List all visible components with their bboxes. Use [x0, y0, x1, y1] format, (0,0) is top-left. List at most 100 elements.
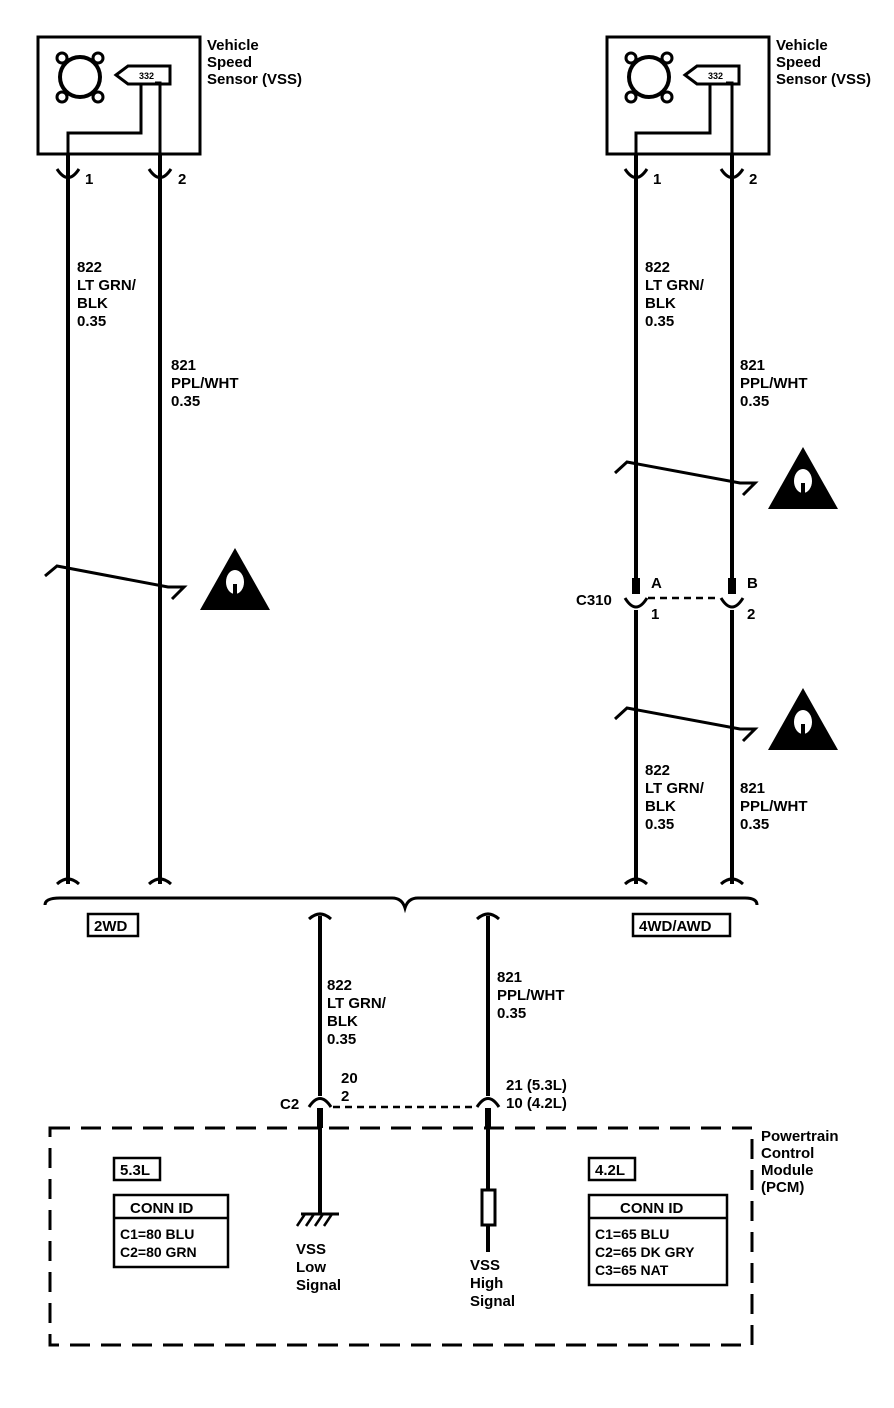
svg-text:4WD/AWD: 4WD/AWD [639, 918, 712, 935]
svg-text:LT GRN/: LT GRN/ [645, 780, 705, 797]
svg-text:821: 821 [497, 969, 522, 986]
svg-text:Low: Low [296, 1259, 326, 1276]
pcm-module-outline[interactable] [48, 1126, 754, 1347]
c2-pin-822-line1: 20 [341, 1070, 358, 1087]
sensor-left-pin2-label: 2 [178, 171, 186, 188]
conn-id-table-4-2l: CONN ID C1=65 BLU C2=65 DK GRY C3=65 NAT [587, 1193, 729, 1287]
engine-4-2l-badge: 4.2L [587, 1156, 637, 1182]
svg-text:VSS: VSS [296, 1241, 326, 1258]
c310-pin-b-bottom: 2 [747, 606, 755, 623]
engine-5-3l-badge: 5.3L [112, 1156, 162, 1182]
wire-822-right-upper-label: 822 LT GRN/ BLK 0.35 [645, 259, 705, 330]
sensor-left-pin1-label: 1 [85, 171, 93, 188]
svg-text:0.35: 0.35 [77, 313, 106, 330]
svg-text:Module: Module [761, 1162, 814, 1179]
wire-822-pcm-label: 822 LT GRN/ BLK 0.35 [327, 977, 387, 1048]
caution-triangle-icon[interactable] [200, 548, 270, 610]
option-brace [43, 896, 759, 914]
svg-text:High: High [470, 1275, 503, 1292]
wire-822-left-label: 822 LT GRN/ BLK 0.35 [77, 259, 137, 330]
svg-text:822: 822 [645, 259, 670, 276]
svg-text:BLK: BLK [645, 798, 676, 815]
c310-pin-a-top: A [651, 575, 662, 592]
ground-icon [295, 1212, 339, 1227]
svg-text:822: 822 [645, 762, 670, 779]
svg-text:CONN ID: CONN ID [620, 1200, 684, 1217]
c310-pin-a-bottom: 1 [651, 606, 659, 623]
svg-text:Control: Control [761, 1145, 814, 1162]
connector-c310[interactable]: C310 A 1 B 2 [576, 575, 758, 623]
svg-text:PPL/WHT: PPL/WHT [497, 987, 565, 1004]
svg-text:VSS: VSS [470, 1257, 500, 1274]
svg-text:C3=65 NAT: C3=65 NAT [595, 1262, 669, 1278]
svg-text:2WD: 2WD [94, 918, 128, 935]
svg-text:0.35: 0.35 [171, 393, 200, 410]
vss-low-signal-label: VSS Low Signal [296, 1241, 341, 1294]
conn-id-table-5-3l: CONN ID C1=80 BLU C2=80 GRN [112, 1193, 230, 1269]
wire-821-right-upper-label: 821 PPL/WHT 0.35 [740, 357, 808, 410]
sensor-right-title-line1: Vehicle [776, 37, 828, 54]
svg-text:BLK: BLK [77, 295, 108, 312]
sensor-right-title-line2: Speed [776, 54, 821, 71]
c2-label: C2 [280, 1096, 299, 1113]
svg-text:332: 332 [139, 71, 154, 81]
option-2wd[interactable]: 2WD [86, 912, 140, 938]
caution-triangle-icon[interactable] [768, 447, 838, 509]
sensor-right-pin2-label: 2 [749, 171, 757, 188]
sensor-left-title-line1: Vehicle [207, 37, 259, 54]
vss-high-signal-label: VSS High Signal [470, 1257, 515, 1310]
c2-pin-822-line2: 2 [341, 1088, 349, 1105]
sensor-left-title-line3: Sensor (VSS) [207, 71, 302, 88]
svg-text:0.35: 0.35 [740, 816, 769, 833]
svg-text:0.35: 0.35 [645, 816, 674, 833]
svg-text:PPL/WHT: PPL/WHT [740, 375, 808, 392]
svg-text:LT GRN/: LT GRN/ [645, 277, 705, 294]
svg-text:0.35: 0.35 [740, 393, 769, 410]
c310-pin-b-top: B [747, 575, 758, 592]
svg-text:821: 821 [171, 357, 196, 374]
vss-sensor-icon: 332 [55, 51, 172, 104]
c2-pin-821-line2: 10 (4.2L) [506, 1095, 567, 1112]
svg-text:(PCM): (PCM) [761, 1179, 804, 1196]
pcm-title: Powertrain Control Module (PCM) [761, 1128, 839, 1196]
svg-text:PPL/WHT: PPL/WHT [740, 798, 808, 815]
svg-text:0.35: 0.35 [497, 1005, 526, 1022]
caution-triangle-icon[interactable] [768, 688, 838, 750]
sensor-right-pin1-label: 1 [653, 171, 661, 188]
svg-text:332: 332 [708, 71, 723, 81]
vss-sensor-icon: 332 [624, 51, 741, 104]
svg-text:C1=65 BLU: C1=65 BLU [595, 1226, 669, 1242]
svg-text:0.35: 0.35 [327, 1031, 356, 1048]
svg-text:C2=80 GRN: C2=80 GRN [120, 1244, 197, 1260]
c2-pin-821-line1: 21 (5.3L) [506, 1077, 567, 1094]
sensor-left[interactable]: 332 Vehicle Speed Sensor (VSS) [36, 35, 302, 156]
svg-text:CONN ID: CONN ID [130, 1200, 194, 1217]
c310-label: C310 [576, 592, 612, 609]
svg-text:Signal: Signal [470, 1293, 515, 1310]
svg-text:BLK: BLK [327, 1013, 358, 1030]
svg-text:BLK: BLK [645, 295, 676, 312]
svg-text:822: 822 [327, 977, 352, 994]
svg-text:C1=80 BLU: C1=80 BLU [120, 1226, 194, 1242]
svg-text:0.35: 0.35 [645, 313, 674, 330]
twisted-pair-marker-right-upper [613, 460, 759, 497]
svg-text:4.2L: 4.2L [595, 1162, 625, 1179]
svg-text:PPL/WHT: PPL/WHT [171, 375, 239, 392]
resistor-icon [480, 1188, 497, 1227]
twisted-pair-marker-right-lower [613, 706, 759, 743]
wire-821-right-lower-label: 821 PPL/WHT 0.35 [740, 780, 808, 833]
svg-text:Signal: Signal [296, 1277, 341, 1294]
sensor-right[interactable]: 332 Vehicle Speed Sensor (VSS) [605, 35, 871, 156]
svg-text:821: 821 [740, 780, 765, 797]
svg-text:822: 822 [77, 259, 102, 276]
wire-822-right-lower-label: 822 LT GRN/ BLK 0.35 [645, 762, 705, 833]
svg-text:LT GRN/: LT GRN/ [77, 277, 137, 294]
sensor-right-title-line3: Sensor (VSS) [776, 71, 871, 88]
wire-821-pcm-label: 821 PPL/WHT 0.35 [497, 969, 565, 1022]
svg-text:LT GRN/: LT GRN/ [327, 995, 387, 1012]
connector-c2[interactable]: C2 20 2 21 (5.3L) 10 (4.2L) [280, 1070, 567, 1113]
svg-text:5.3L: 5.3L [120, 1162, 150, 1179]
option-4wd-awd[interactable]: 4WD/AWD [631, 912, 732, 938]
svg-text:Powertrain: Powertrain [761, 1128, 839, 1145]
